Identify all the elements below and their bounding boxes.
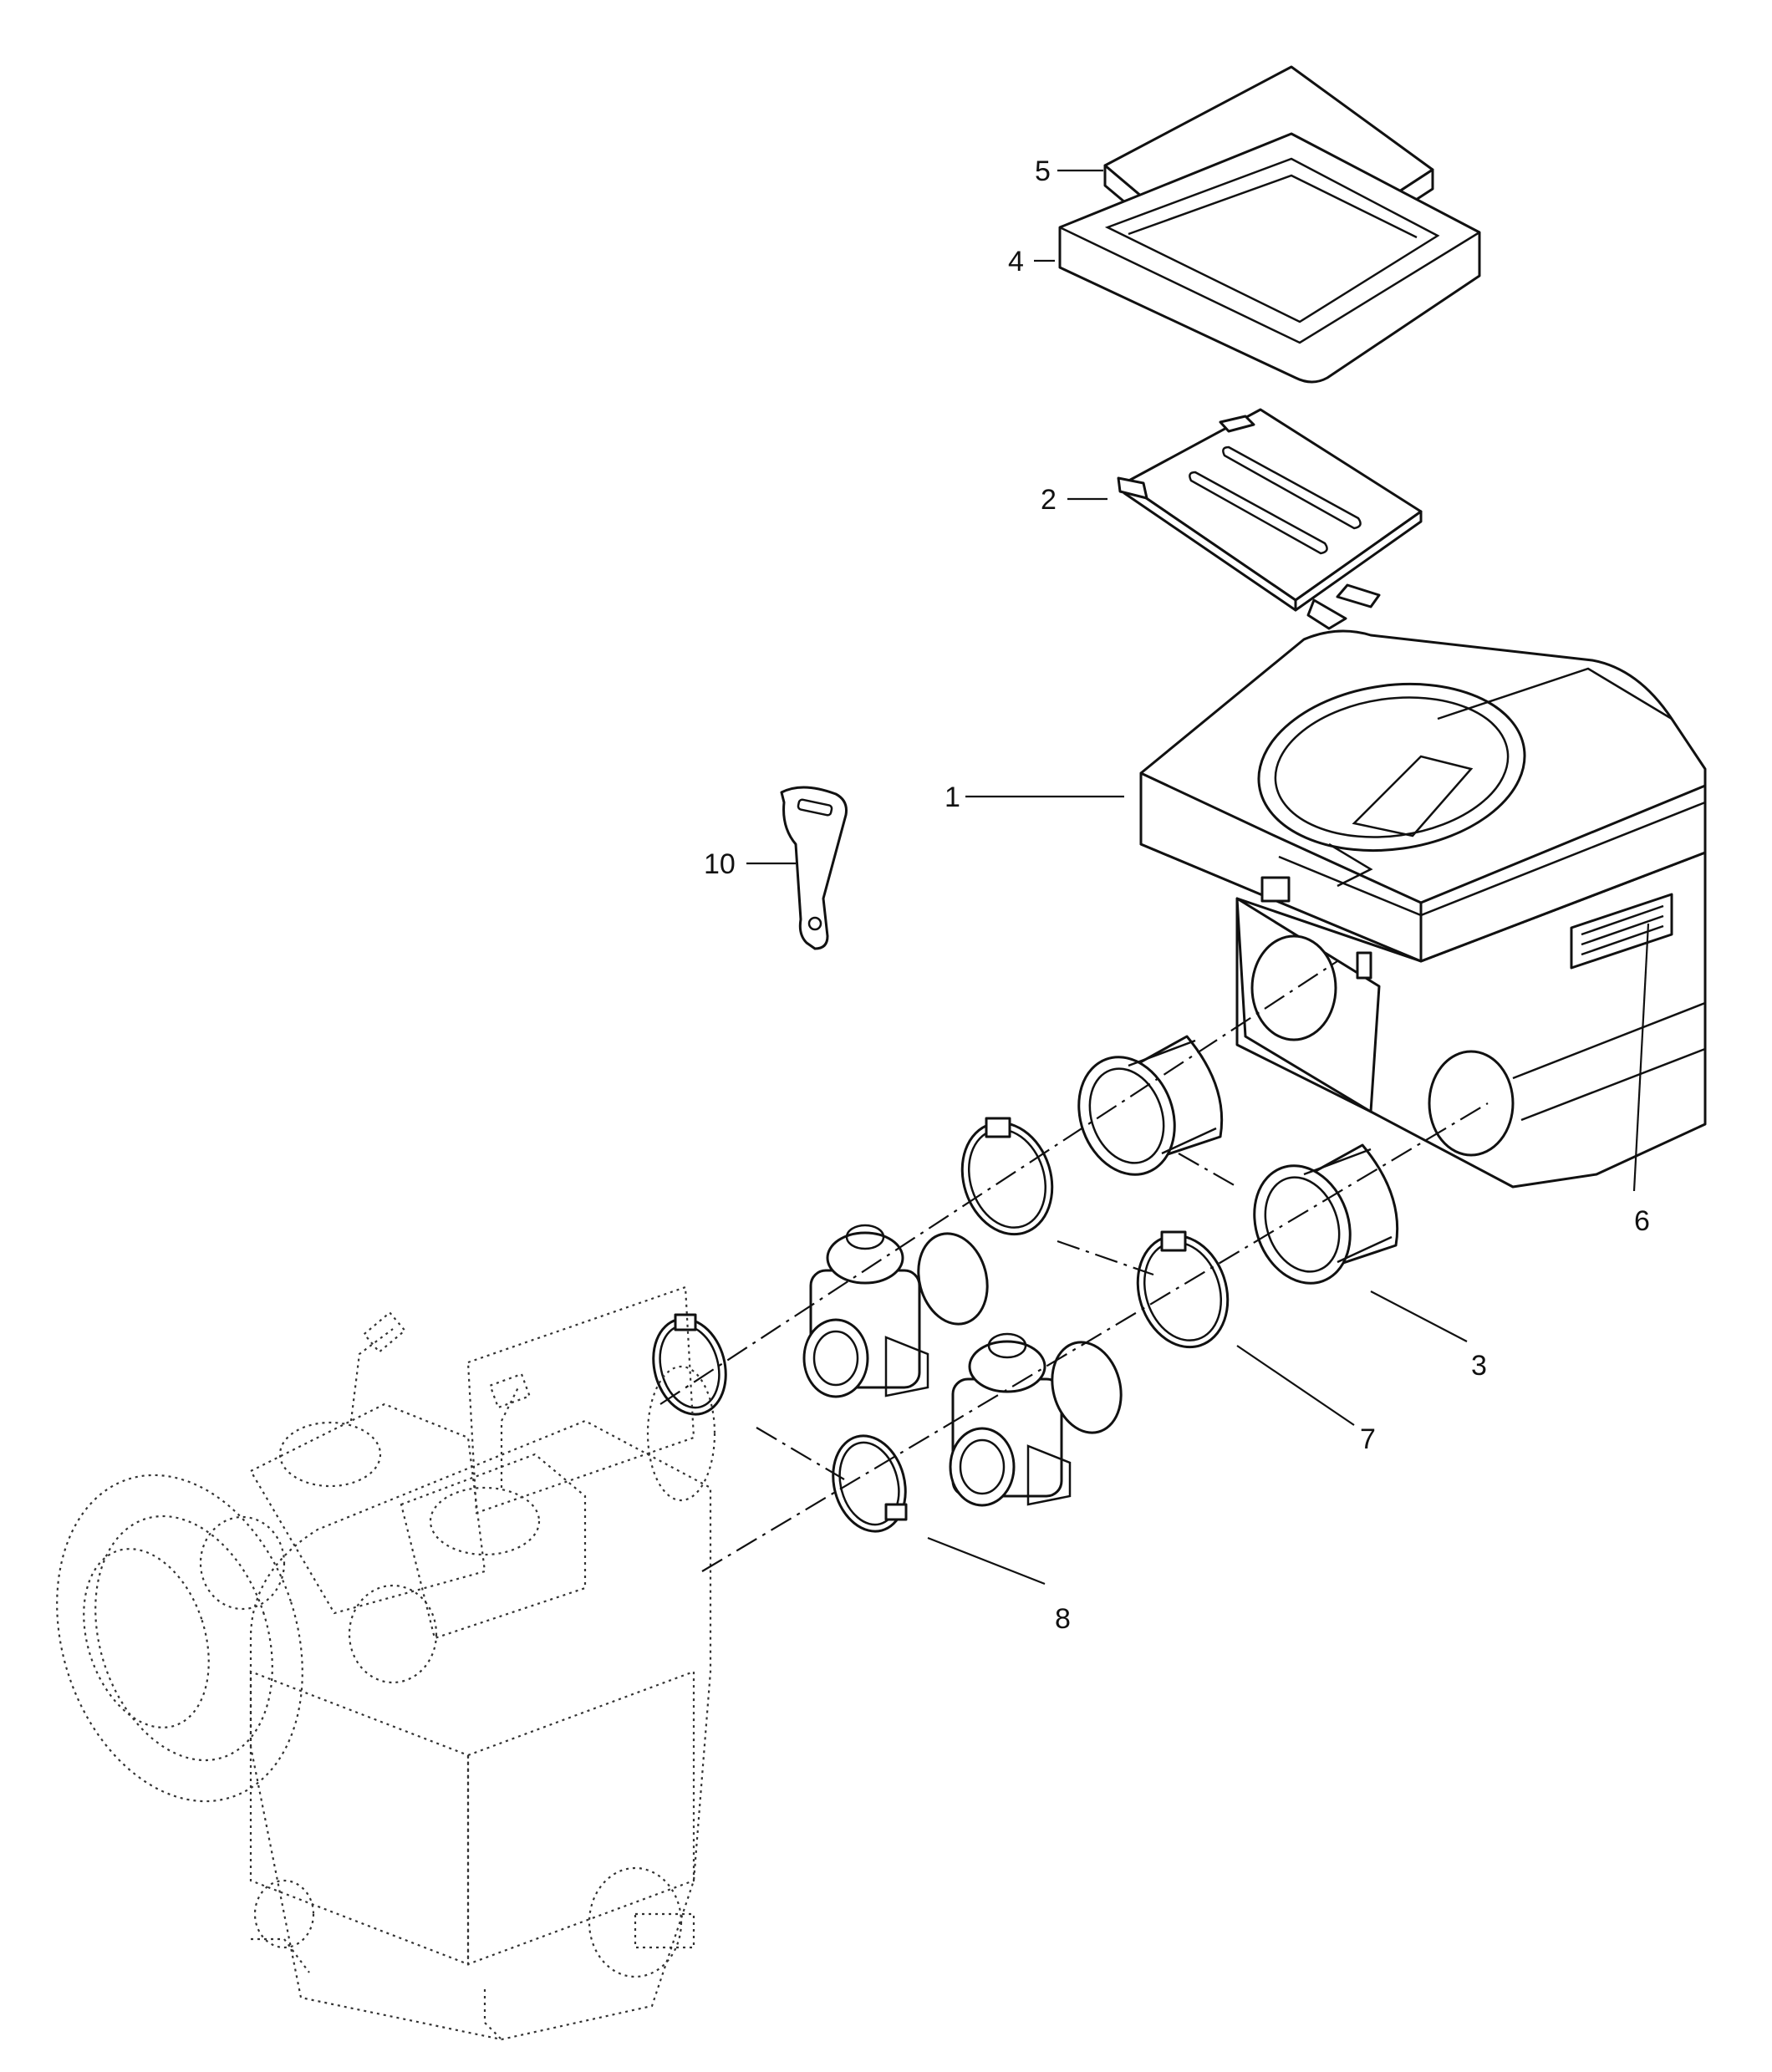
callout-leaders bbox=[746, 169, 1650, 1586]
callout-8: 8 bbox=[1055, 1603, 1071, 1635]
callout-10: 10 bbox=[704, 848, 736, 880]
callout-2: 2 bbox=[1041, 484, 1057, 516]
assembly-centerlines bbox=[659, 960, 1489, 1572]
engine-reference-ghost bbox=[56, 1285, 716, 2041]
carburetor-upper bbox=[802, 1224, 989, 1398]
callout-numbers: 5 4 2 1 10 6 3 7 8 bbox=[704, 155, 1650, 1635]
callout-1: 1 bbox=[945, 781, 960, 813]
part-3-boot-upper bbox=[1077, 1035, 1224, 1176]
part-2-plate bbox=[1117, 408, 1423, 630]
part-4-filter-frame bbox=[1058, 132, 1481, 384]
callout-5: 5 bbox=[1035, 155, 1051, 187]
part-6-label-plate bbox=[1570, 893, 1673, 970]
part-7-clamp-lower bbox=[1136, 1230, 1230, 1349]
part-8-clamp-lower bbox=[832, 1434, 908, 1533]
part-3-boot-lower bbox=[1253, 1143, 1399, 1285]
part-10-strap-tool bbox=[780, 786, 848, 950]
callout-4: 4 bbox=[1008, 246, 1024, 277]
carburetor-lower bbox=[949, 1332, 1123, 1507]
callout-3: 3 bbox=[1471, 1350, 1487, 1382]
callout-7: 7 bbox=[1360, 1423, 1376, 1455]
part-7-clamp-upper bbox=[960, 1117, 1054, 1236]
part-1-airbox bbox=[1139, 629, 1707, 1189]
callout-6: 6 bbox=[1634, 1205, 1650, 1237]
